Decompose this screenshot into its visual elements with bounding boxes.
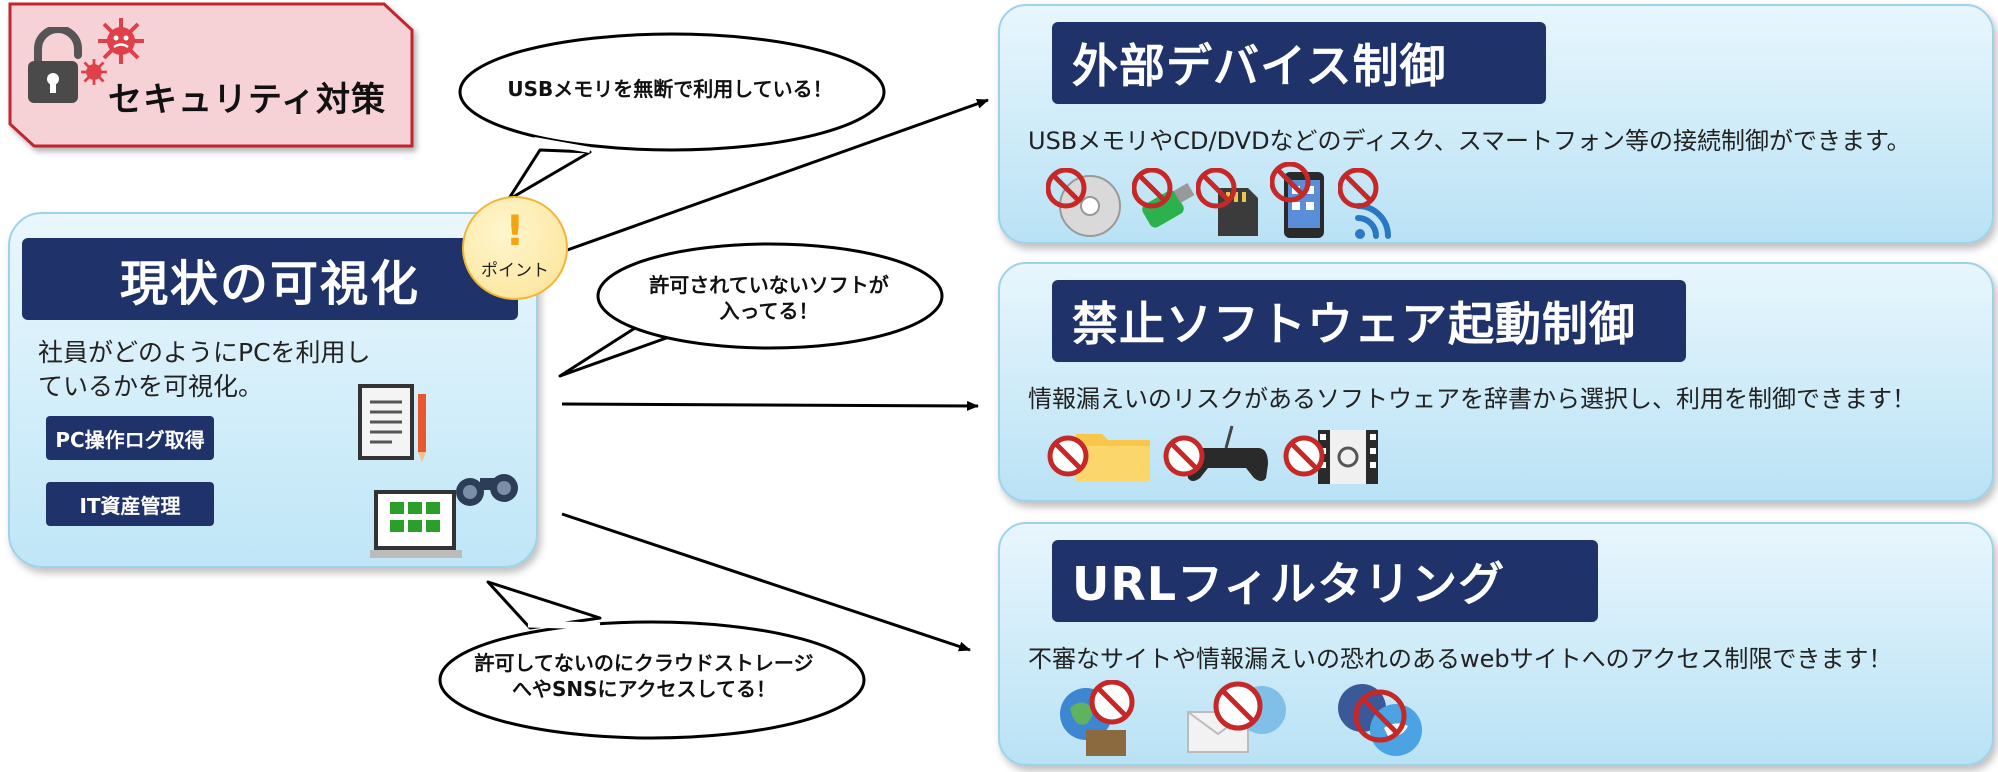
point-label: ポイント xyxy=(481,261,549,281)
lock-icon xyxy=(28,27,82,103)
security-tag: セキュリティ対策 xyxy=(8,2,413,150)
url-filtering-panel: URLフィルタリング 不審なサイトや情報漏えいの恐れのあるwebサイトへのアクセ… xyxy=(998,522,1994,766)
software-control-title: 禁止ソフトウェア起動制御 xyxy=(1052,280,1686,362)
visualization-title: 現状の可視化 xyxy=(22,238,518,320)
bubble-cloud-text: 許可してないのにクラウドストレージ へやSNSにアクセスしてる！ xyxy=(474,651,814,701)
point-badge: ! ポイント xyxy=(462,196,568,300)
device-icons xyxy=(1036,154,1836,239)
pc-log-label: PC操作ログ取得 xyxy=(46,416,214,460)
url-filtering-title: URLフィルタリング xyxy=(1052,540,1598,622)
video-icon xyxy=(1283,430,1378,484)
gamepad-icon xyxy=(1163,425,1268,481)
bubble-software-text: 許可されていないソフトが 入ってる！ xyxy=(649,273,889,323)
it-asset-label: IT資産管理 xyxy=(46,482,214,526)
exclamation-icon: ! xyxy=(505,206,525,255)
usb-icon xyxy=(1132,168,1195,228)
url-filtering-description: 不審なサイトや情報漏えいの恐れのあるwebサイトへのアクセス制限できます！ xyxy=(1028,645,1893,673)
device-control-panel: 外部デバイス制御 USBメモリやCD/DVDなどのディスク、スマートフォン等の接… xyxy=(998,4,1994,244)
speech-bubble-software xyxy=(558,242,944,378)
security-tag-title: セキュリティ対策 xyxy=(108,80,386,120)
software-icons xyxy=(1036,420,1836,500)
folder-icon xyxy=(1047,434,1150,482)
cd-icon xyxy=(1046,168,1121,237)
speech-bubble-usb xyxy=(458,32,886,202)
visualization-panel: 現状の可視化 社員がどのようにPCを利用しているかを可視化。 PC操作ログ取得 … xyxy=(8,212,538,568)
cloud-storage-icon xyxy=(1060,680,1135,756)
device-control-title: 外部デバイス制御 xyxy=(1052,22,1546,104)
social-icon xyxy=(1338,684,1422,756)
arrow-to-url-filtering xyxy=(561,512,971,652)
smartphone-icon xyxy=(1270,162,1324,238)
arrow-to-device-control xyxy=(555,98,989,256)
arrow-to-software-control xyxy=(561,400,979,411)
virus-icon-small xyxy=(81,59,107,85)
visualization-description: 社員がどのようにPCを利用しているかを可視化。 xyxy=(38,338,371,401)
software-control-panel: 禁止ソフトウェア起動制御 情報漏えいのリスクがあるソフトウェアを辞書から選択し、… xyxy=(998,262,1994,502)
virus-icon xyxy=(98,18,144,64)
document-icon xyxy=(358,384,426,462)
software-control-description: 情報漏えいのリスクがあるソフトウェアを辞書から選択し、利用を制御できます！ xyxy=(1028,385,1916,413)
binoculars-icon xyxy=(456,474,518,506)
device-control-description: USBメモリやCD/DVDなどのディスク、スマートフォン等の接続制御ができます。 xyxy=(1028,127,1911,155)
monitor-icon xyxy=(370,490,462,558)
wifi-icon xyxy=(1338,168,1391,239)
bubble-usb-text: USBメモリを無断で利用している！ xyxy=(507,77,833,101)
url-icons xyxy=(1036,680,1836,760)
speech-bubble-cloud xyxy=(438,580,866,740)
email-icon xyxy=(1187,681,1286,753)
sd-card-icon xyxy=(1196,168,1258,236)
